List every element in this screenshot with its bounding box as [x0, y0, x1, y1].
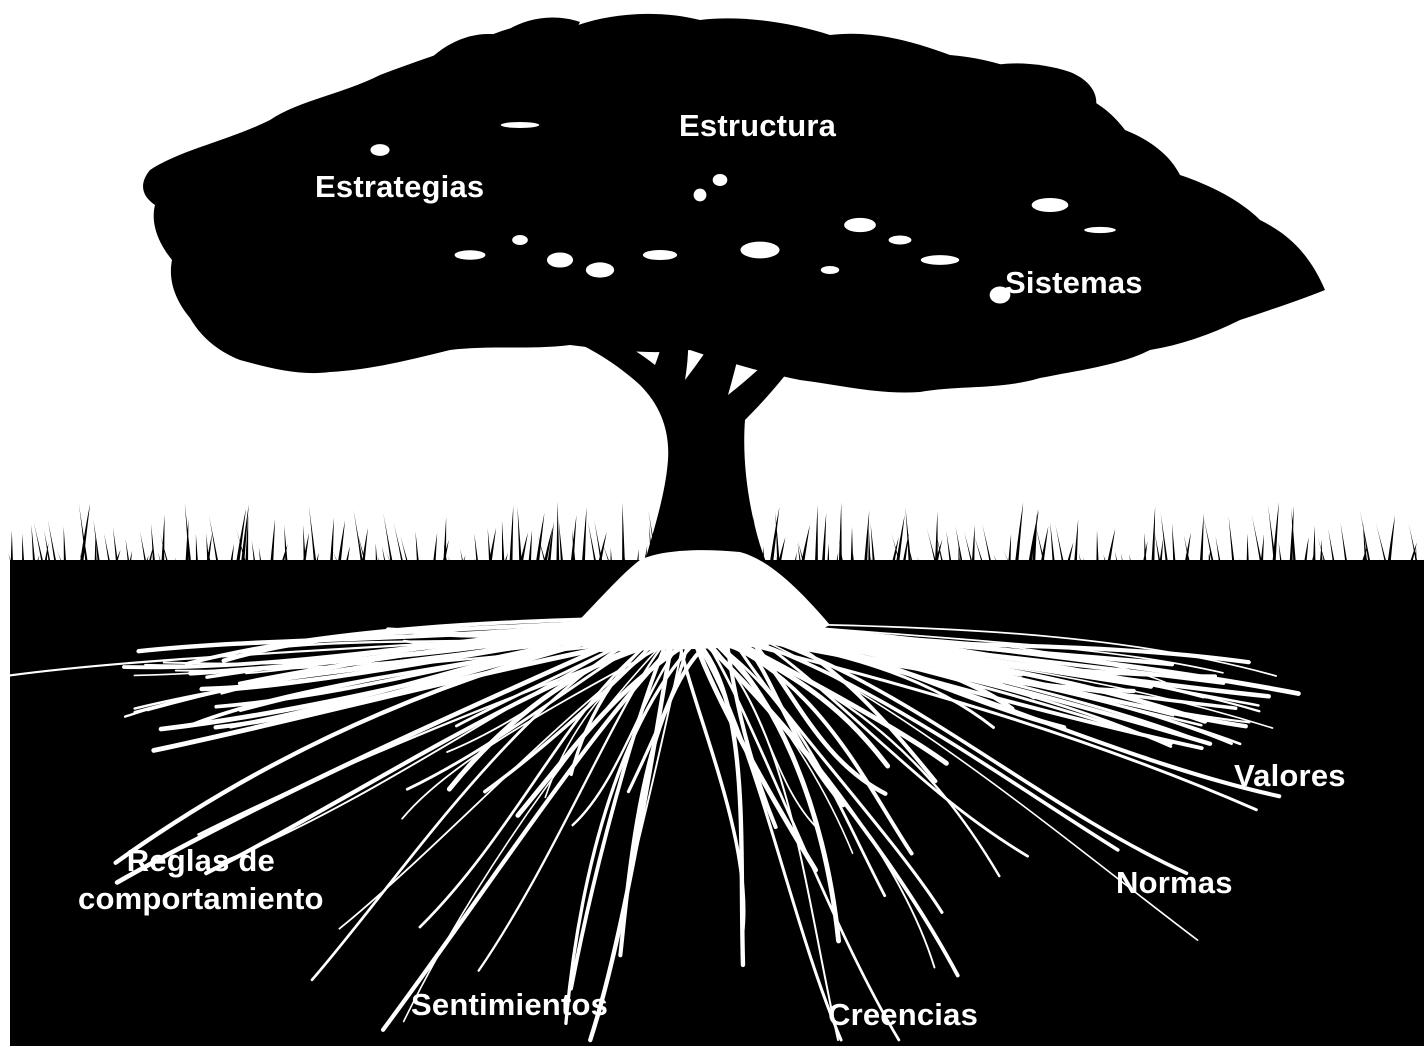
label-sentimientos: Sentimientos	[411, 986, 608, 1024]
label-normas: Normas	[1116, 864, 1233, 902]
canopy-gap	[455, 250, 486, 260]
label-estructura: Estructura	[679, 107, 836, 145]
label-valores: Valores	[1234, 757, 1346, 795]
label-reglas-line-1: Reglas de	[78, 842, 324, 880]
canopy-gap	[821, 266, 839, 274]
canopy-gap	[586, 262, 614, 277]
canopy-gap	[889, 236, 912, 245]
canopy-gap	[643, 250, 677, 260]
label-reglas-line-2: comportamiento	[78, 880, 324, 918]
canopy-gap	[740, 242, 779, 259]
label-estrategias: Estrategias	[315, 168, 484, 206]
label-reglas-de-comportamiento: Reglas de comportamiento	[78, 842, 324, 918]
canopy-gap	[370, 144, 389, 156]
label-creencias: Creencias	[828, 996, 978, 1034]
canopy-gap	[501, 122, 540, 128]
canopy-gap	[713, 174, 728, 186]
canopy-gap	[1032, 198, 1069, 212]
canopy-gap	[844, 218, 876, 232]
canopy-gap	[547, 252, 573, 267]
label-sistemas: Sistemas	[1005, 264, 1143, 302]
canopy-gap	[694, 189, 707, 202]
canopy-gap	[1084, 227, 1116, 233]
canopy-gap	[512, 235, 528, 245]
canopy-gap	[921, 255, 960, 265]
